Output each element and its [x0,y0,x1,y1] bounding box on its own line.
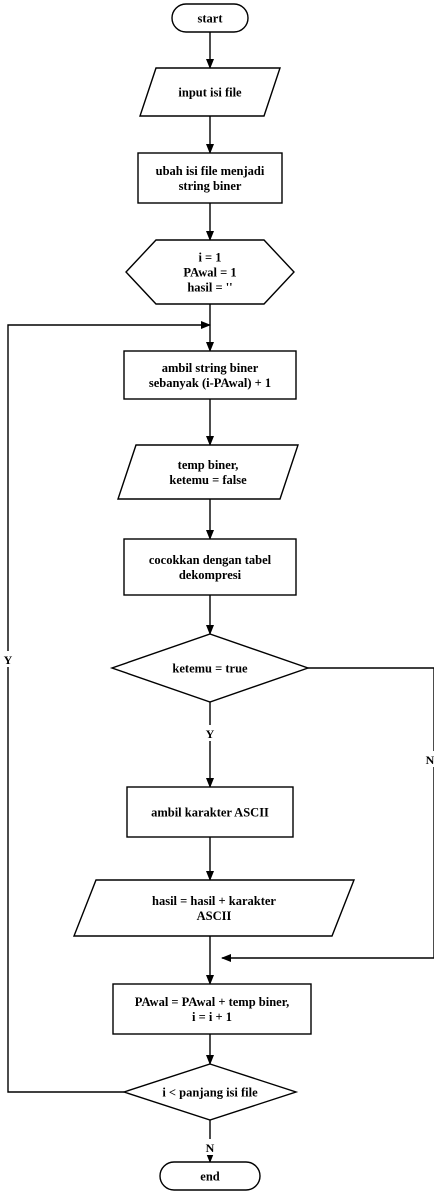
take-binary-process-shape [124,351,296,399]
node-input-file: input isi file [140,68,280,116]
end-label-line: end [200,1170,220,1184]
update-vars-process-shape [113,984,311,1034]
node-temp-binary: temp biner,ketemu = false [118,445,298,499]
match-table-process-shape [124,539,296,595]
found-check-label-line: ketemu = true [172,662,248,676]
take-binary-label-line: ambil string biner [162,361,259,375]
edge-label-found-check-to-take-ascii: Y [206,727,215,741]
node-length-check: i < panjang isi file [124,1064,296,1120]
update-vars-label-line: PAwal = PAwal + temp biner, [135,995,290,1009]
take-ascii-label-line: ambil karakter ASCII [151,806,269,820]
init-label-line: PAwal = 1 [183,266,236,280]
temp-binary-label-line: temp biner, [178,458,239,472]
temp-binary-io-shape [118,445,298,499]
init-label-line: hasil = '' [187,281,232,295]
edge-length-check-to-take-binary [8,325,210,1092]
node-end: end [160,1162,260,1190]
edge-label-length-check-to-take-binary: Y [4,653,13,667]
append-result-label-line: ASCII [197,909,232,923]
temp-binary-label-line: ketemu = false [169,473,247,487]
input-file-label-line: input isi file [178,86,242,100]
match-table-label-line: cocokkan dengan tabel [149,553,272,567]
append-result-io-shape [74,880,354,936]
init-label-line: i = 1 [198,251,221,265]
start-label-line: start [198,12,224,26]
update-vars-label-line: i = i + 1 [192,1010,232,1024]
node-take-ascii: ambil karakter ASCII [127,787,293,837]
edge-label-found-check-to-update-vars: N [426,753,434,767]
convert-binary-process-shape [138,153,282,203]
append-result-label-line: hasil = hasil + karakter [152,894,276,908]
node-found-check: ketemu = true [112,634,308,702]
convert-binary-label-line: string biner [179,179,242,193]
match-table-label-line: dekompresi [179,568,242,582]
node-start: start [172,4,248,32]
node-update-vars: PAwal = PAwal + temp biner,i = i + 1 [113,984,311,1034]
length-check-label-line: i < panjang isi file [162,1086,258,1100]
convert-binary-label-line: ubah isi file menjadi [156,164,265,178]
nodes-layer: start input isi file ubah isi file menjadi… [74,4,354,1190]
take-binary-label-line: sebanyak (i-PAwal) + 1 [149,376,271,390]
edge-label-length-check-to-end: N [206,1141,215,1155]
